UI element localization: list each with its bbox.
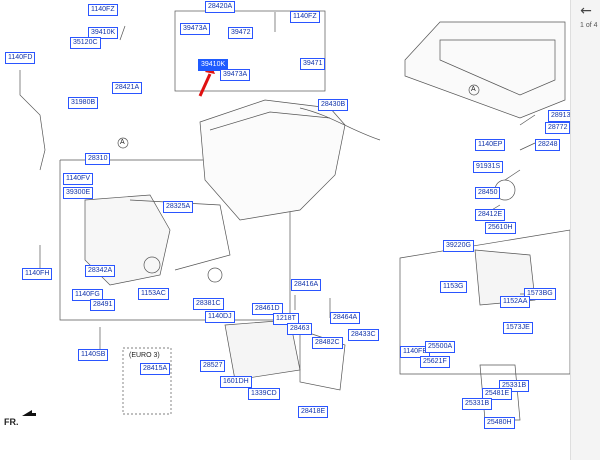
part-number-label[interactable]: 39473A: [180, 23, 211, 35]
part-number-label[interactable]: 1339CD: [248, 388, 280, 400]
part-number-label[interactable]: 1140FH: [22, 268, 53, 280]
part-number-label[interactable]: 1140EP: [475, 139, 506, 151]
part-number-label[interactable]: 1140FZ: [88, 4, 118, 16]
part-number-label[interactable]: 1152AA: [500, 296, 531, 308]
left-harness-shape: [19, 70, 46, 171]
part-number-label[interactable]: 28416A: [291, 279, 322, 291]
engine-cover-top-shape: [439, 39, 556, 96]
part-number-label[interactable]: 35120C: [70, 37, 101, 49]
callout-circle-shape: [117, 137, 129, 149]
part-number-label[interactable]: 1140FD: [5, 52, 36, 64]
part-number-label[interactable]: 1140DJ: [205, 311, 235, 323]
part-number-label[interactable]: 28464A: [330, 312, 361, 324]
part-number-label[interactable]: 1153AC: [138, 288, 169, 300]
part-number-label[interactable]: 28527: [200, 360, 226, 372]
callout-letter-a: A: [120, 139, 125, 146]
part-number-label[interactable]: 28491: [90, 299, 116, 311]
wiring-harness-shape: [299, 107, 381, 141]
part-number-label[interactable]: 28482C: [312, 337, 343, 349]
part-number-label[interactable]: 25500A: [425, 341, 456, 353]
part-number-label[interactable]: 1601DH: [220, 376, 252, 388]
part-number-label[interactable]: 28461D: [252, 303, 283, 315]
part-number-label[interactable]: 25480H: [484, 417, 515, 429]
part-number-label[interactable]: 28325A: [163, 201, 194, 213]
cylinder-head-shape: [199, 99, 346, 221]
part-number-label[interactable]: 25610H: [485, 222, 516, 234]
cylinder-head-edge: [209, 111, 331, 131]
egr-valve-small-shape: [207, 267, 223, 283]
part-number-label[interactable]: 28248: [535, 139, 561, 151]
part-number-label[interactable]: 28420A: [205, 1, 236, 13]
part-number-label[interactable]: 28381C: [193, 298, 224, 310]
part-number-label[interactable]: 39472: [228, 27, 254, 39]
page-indicator: 1 of 4: [580, 22, 598, 29]
sensor-group-box: [174, 10, 326, 92]
part-number-label[interactable]: 28310: [85, 153, 111, 165]
part-number-label[interactable]: 28450: [475, 187, 501, 199]
back-arrow-icon[interactable]: ←: [580, 3, 592, 19]
callout-circle-2-shape: [468, 84, 480, 96]
part-number-label-highlighted[interactable]: 39410K: [198, 59, 229, 71]
front-direction-label: FR.: [4, 417, 19, 427]
part-number-label[interactable]: 1573BG: [524, 288, 556, 300]
egr-actuator-shape: [143, 256, 161, 274]
egr-valve-housing-shape: [474, 249, 536, 306]
exhaust-manifold-shape: [84, 194, 171, 286]
part-number-label[interactable]: 39300E: [63, 187, 94, 199]
part-number-label[interactable]: 28421A: [112, 82, 143, 94]
part-number-label[interactable]: 28342A: [85, 265, 116, 277]
part-number-label[interactable]: 1573JE: [503, 322, 533, 334]
part-number-label[interactable]: 1140FB: [400, 346, 430, 358]
engine-cover-shape: [404, 21, 566, 119]
part-number-label[interactable]: 1218T: [273, 313, 299, 325]
part-number-label[interactable]: 25331B: [462, 398, 493, 410]
part-number-label[interactable]: 28418E: [298, 406, 329, 418]
front-arrow-icon: [22, 410, 36, 416]
part-number-label[interactable]: 39471: [300, 58, 326, 70]
part-number-label[interactable]: 1153G: [440, 281, 467, 293]
part-number-label[interactable]: 91931S: [473, 161, 504, 173]
part-number-label[interactable]: 1140SB: [78, 349, 109, 361]
part-number-label[interactable]: 28463: [287, 323, 313, 335]
viewer-sidebar: [570, 0, 600, 460]
euro3-group-box: [122, 347, 172, 415]
part-number-label[interactable]: 39220G: [443, 240, 474, 252]
euro3-note: (EURO 3): [129, 352, 160, 359]
part-number-label[interactable]: 39410K: [88, 27, 119, 39]
callout-letter-a-2: A: [471, 86, 476, 93]
part-number-label[interactable]: 31980B: [68, 97, 99, 109]
part-number-label[interactable]: 1140FG: [72, 289, 103, 301]
part-number-label[interactable]: 25621F: [420, 356, 450, 368]
part-number-label[interactable]: 1140FZ: [290, 11, 320, 23]
part-number-label[interactable]: 28415A: [140, 363, 171, 375]
part-number-label[interactable]: 28430B: [318, 99, 349, 111]
part-number-label[interactable]: 25481E: [482, 388, 513, 400]
part-number-label[interactable]: 1140FV: [63, 173, 93, 185]
part-number-label[interactable]: 28772: [545, 122, 571, 134]
part-number-label[interactable]: 28412E: [475, 209, 506, 221]
part-number-label[interactable]: 28433C: [348, 329, 379, 341]
part-number-label[interactable]: 39473A: [220, 69, 251, 81]
